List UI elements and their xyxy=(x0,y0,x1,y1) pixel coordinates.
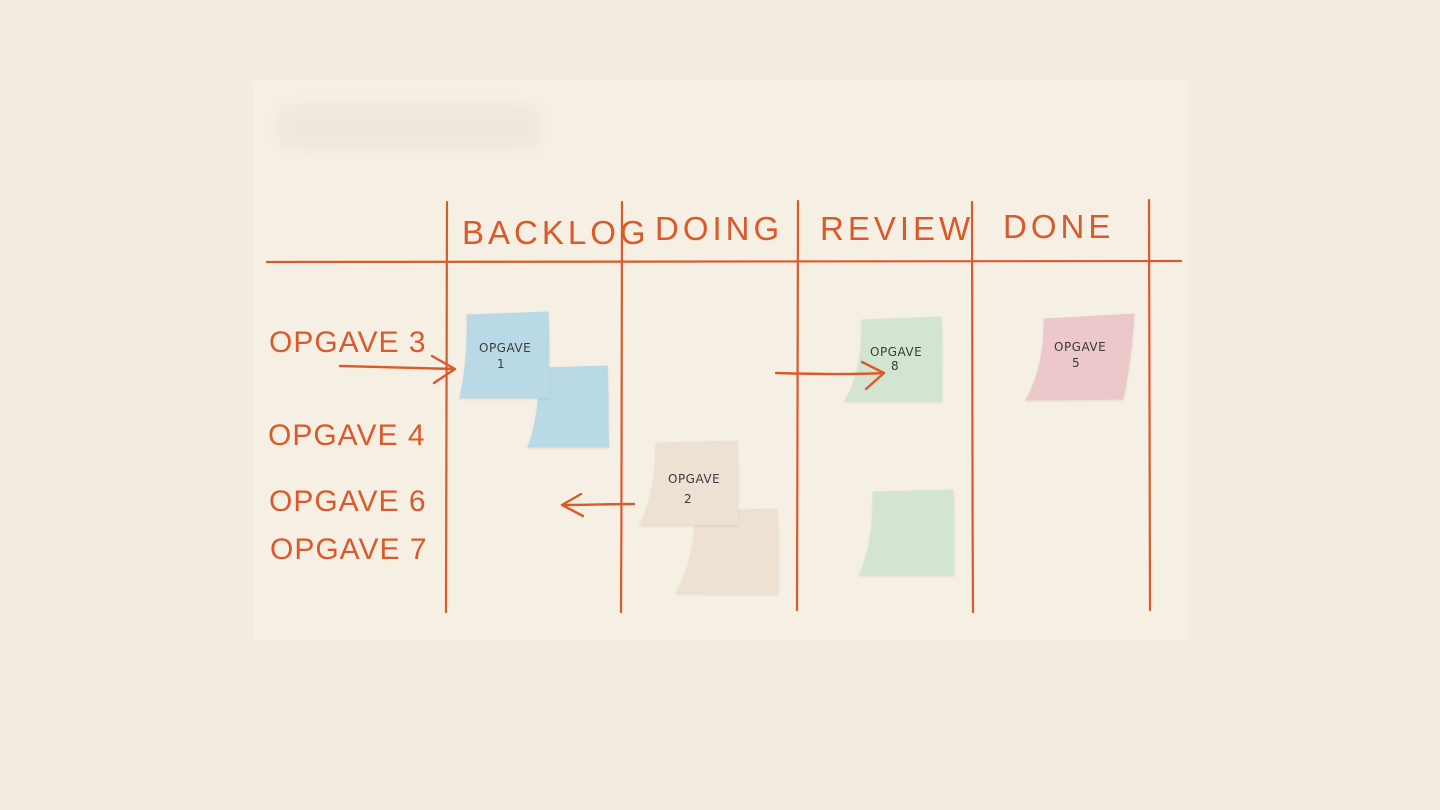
sticky-note-opgave-5-paper xyxy=(1025,313,1135,401)
column-divider-5 xyxy=(1147,198,1152,612)
column-header-backlog: BACKLOG xyxy=(462,214,650,251)
sticky-note-opgave-1[interactable]: OPGAVE 1 xyxy=(459,311,550,399)
column-divider-1 xyxy=(444,200,449,614)
sticky-note-opgave-8-number: 8 xyxy=(891,359,899,373)
board-grid xyxy=(265,198,1183,614)
sticky-note-opgave-8[interactable]: OPGAVE 8 xyxy=(844,316,943,402)
arrow-opgave-3-to-backlog xyxy=(338,354,457,385)
arrow-doing-to-review xyxy=(774,360,886,391)
sticky-note-opgave-2-paper xyxy=(639,440,739,526)
sticky-note-review-blank[interactable] xyxy=(858,489,955,576)
column-divider-4 xyxy=(970,200,975,614)
header-divider-line xyxy=(265,259,1183,264)
sticky-notes: OPGAVE 1 OPGAVE 2 OPGAVE 8 OPGA xyxy=(459,311,1135,595)
sticky-note-opgave-8-paper xyxy=(844,316,943,402)
sticky-note-opgave-1-number: 1 xyxy=(497,357,505,371)
column-divider-3 xyxy=(795,199,800,612)
sticky-note-opgave-5-number: 5 xyxy=(1072,356,1080,370)
sticky-note-opgave-5-title: OPGAVE xyxy=(1054,340,1106,354)
sticky-note-opgave-1-title: OPGAVE xyxy=(479,341,531,355)
arrows xyxy=(338,354,886,518)
blurred-title-placeholder xyxy=(278,104,540,150)
sticky-note-opgave-2-title: OPGAVE xyxy=(668,472,720,486)
sticky-note-opgave-2[interactable]: OPGAVE 2 xyxy=(639,440,739,526)
row-label-opgave-6: OPGAVE 6 xyxy=(269,485,427,518)
column-header-review: REVIEW xyxy=(820,210,974,247)
row-label-opgave-3: OPGAVE 3 xyxy=(269,326,427,359)
sticky-note-opgave-8-title: OPGAVE xyxy=(870,345,922,359)
column-header-done: DONE xyxy=(1003,208,1114,245)
arrow-doing-to-backlog xyxy=(560,492,636,518)
sticky-note-opgave-1-paper xyxy=(459,311,550,399)
row-labels: OPGAVE 3 OPGAVE 4 OPGAVE 6 OPGAVE 7 xyxy=(268,326,428,566)
sticky-note-doing-blank[interactable] xyxy=(675,508,779,595)
column-divider-2 xyxy=(619,200,624,614)
row-label-opgave-7: OPGAVE 7 xyxy=(270,533,428,566)
column-header-doing: DOING xyxy=(655,210,783,247)
sticky-note-opgave-5[interactable]: OPGAVE 5 xyxy=(1025,313,1135,401)
sticky-note-opgave-2-number: 2 xyxy=(684,492,692,506)
row-label-opgave-4: OPGAVE 4 xyxy=(268,419,426,452)
column-headers: BACKLOG DOING REVIEW DONE xyxy=(462,208,1114,251)
